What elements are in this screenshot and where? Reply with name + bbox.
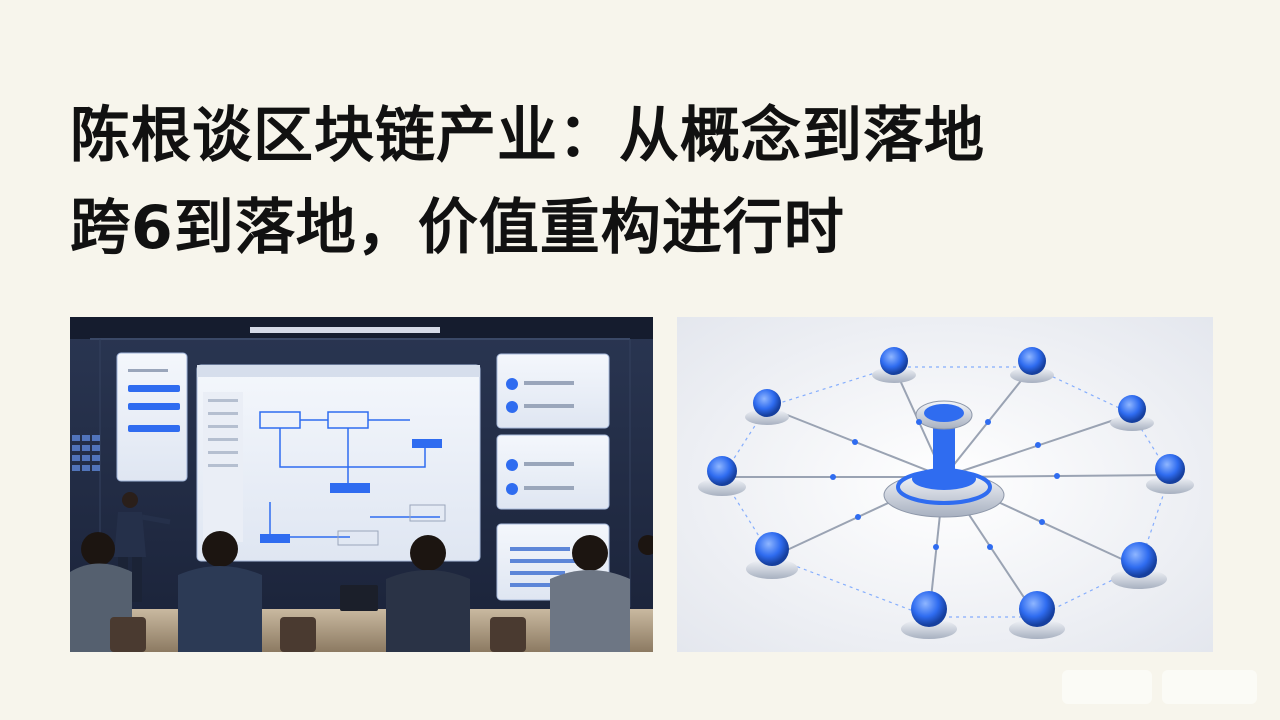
watermark	[1062, 668, 1262, 708]
headline-line-1: 陈根谈区块链产业：从概念到落地	[70, 101, 985, 171]
watermark-graphic	[1062, 670, 1257, 704]
meeting-room-image	[70, 317, 653, 652]
meeting-room-illustration	[70, 317, 653, 652]
headline: 陈根谈区块链产业：从概念到落地 跨6到落地，价值重构进行时	[70, 90, 1210, 274]
headline-line-2: 跨6到落地，价值重构进行时	[70, 193, 845, 263]
blockchain-network-image	[677, 317, 1213, 652]
blockchain-network-illustration	[677, 317, 1213, 652]
